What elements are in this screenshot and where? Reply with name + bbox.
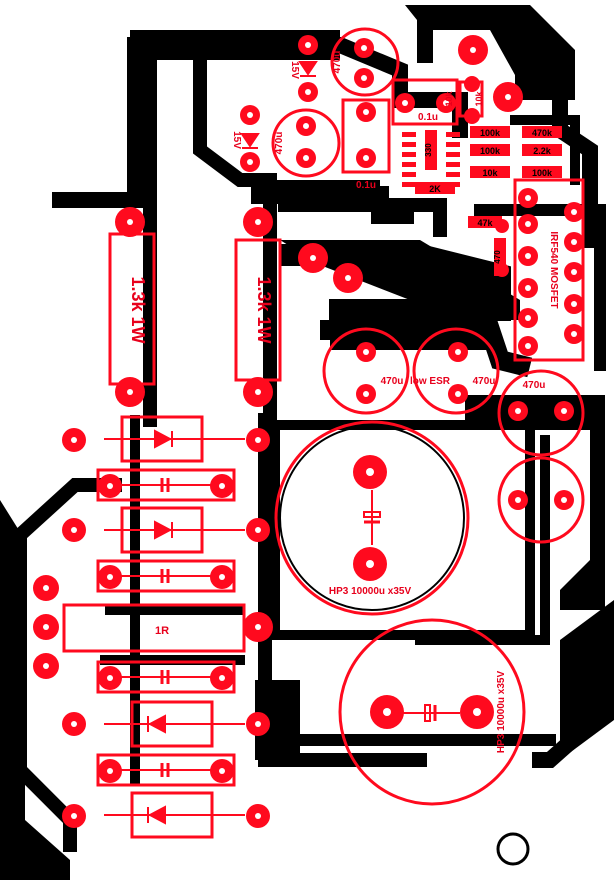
label-res-2k2: 2.2k — [533, 146, 552, 156]
label-zener-top: 15V — [289, 61, 300, 79]
label-res-330: 330 — [424, 143, 433, 157]
label-res-100k-b: 100k — [480, 146, 501, 156]
big-cap-2-outline — [338, 618, 526, 806]
label-r-right: 1.3k 1W — [254, 276, 274, 343]
cap-470-top-outline — [330, 27, 400, 97]
cap-c1-body — [96, 468, 236, 502]
label-cap-470-left: 470u — [381, 376, 404, 387]
diode-symbols — [104, 429, 245, 825]
cap-c4-body — [96, 753, 236, 787]
res-2k2 — [522, 144, 562, 156]
res-100k-b — [470, 144, 510, 156]
cap-c3-body — [96, 660, 236, 694]
label-cap-01-b: 0.1u — [356, 180, 376, 191]
cap-470-left-outline — [322, 327, 410, 415]
label-res-100k-a: 100k — [480, 128, 501, 138]
label-res-470: 470 — [493, 250, 502, 264]
label-res-10k-a: 10k — [474, 91, 484, 107]
label-zener-mid: 15V — [231, 131, 242, 149]
label-res-100k-c: 100k — [532, 168, 553, 178]
label-cap-01-a: 0.1u — [418, 112, 438, 123]
copper-traces — [0, 5, 614, 886]
big-cap-1-outline — [274, 420, 470, 616]
mounting-hole — [496, 832, 530, 866]
res-100k-a — [470, 126, 510, 138]
res-2k — [415, 182, 455, 194]
cap-01u-a-outline — [391, 78, 459, 126]
label-res-470k: 470k — [532, 128, 553, 138]
res-330 — [425, 130, 437, 170]
label-cap-470-right: 470u — [473, 376, 496, 387]
label-r-left: 1.3k 1W — [128, 276, 148, 343]
res-10k-c — [470, 166, 510, 178]
label-mosfet: IRF540 MOSFET — [548, 231, 559, 308]
label-cap-top: 470u — [332, 51, 343, 74]
label-big-cap-1: HP3 10000u x35V — [329, 586, 412, 597]
res-470k — [522, 126, 562, 138]
res-100k-c — [522, 166, 562, 178]
pads — [33, 35, 584, 866]
label-res-1r: 1R — [155, 625, 169, 637]
label-res-47k: 47k — [477, 218, 493, 228]
cap-470-mid-outline — [271, 108, 341, 178]
cap-symbols — [110, 61, 460, 777]
cap-470-far-outline — [497, 369, 585, 457]
label-big-cap-2: HP3 10000u x35V — [496, 671, 507, 754]
label-cap-mid: 470u — [274, 132, 285, 155]
cap-470-far2-outline — [497, 456, 585, 544]
label-res-10k-c: 10k — [482, 168, 498, 178]
silkscreen — [62, 27, 585, 839]
label-res-10k-b: 10k — [444, 91, 454, 107]
res-47k — [468, 216, 502, 228]
cap-01u-b-outline — [341, 98, 391, 174]
cap-470-right-outline — [412, 327, 500, 415]
labels: 1.3k 1W 1.3k 1W 15V 15V 470u 470u 0.1u 0… — [128, 51, 559, 754]
ic-pins — [402, 132, 460, 187]
label-res-2k: 2K — [429, 184, 441, 194]
label-cap-470-far: 470u — [523, 380, 546, 391]
cap-c2-body — [96, 559, 236, 593]
label-low-esr: low ESR — [410, 376, 451, 387]
